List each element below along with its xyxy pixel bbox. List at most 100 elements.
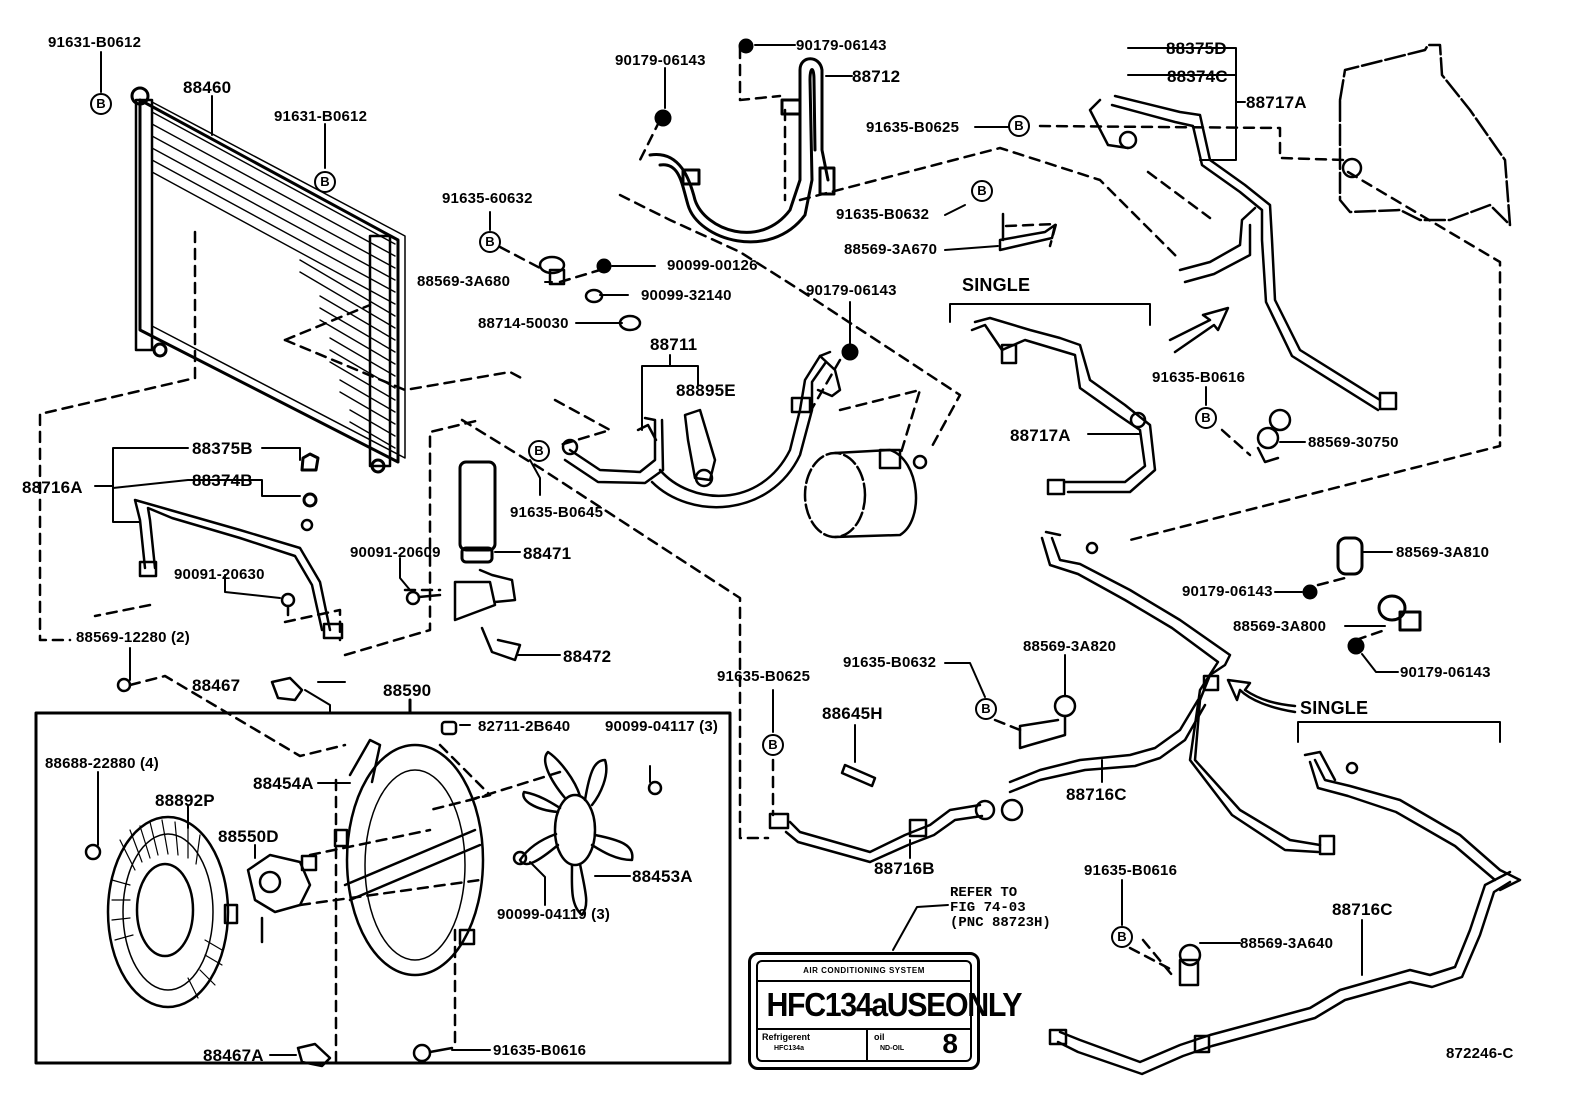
part-label-88454a: 88454A — [253, 774, 314, 793]
pipe-88716a — [133, 498, 344, 640]
part-label-88716a: 88716A — [22, 478, 83, 497]
motor-88550d — [246, 853, 318, 944]
part-label-90179-06143: 90179-06143 — [796, 37, 887, 54]
part-label-91631-b0612: 91631-B0612 — [274, 108, 368, 125]
part-label-88712: 88712 — [852, 67, 901, 86]
part-label-88569-3a680: 88569-3A680 — [417, 273, 511, 290]
bolt-symbol-icon: B — [762, 734, 784, 756]
part-label-90179-06143: 90179-06143 — [1400, 664, 1491, 681]
part-label-88569-12280: 88569-12280 (2) — [76, 629, 190, 646]
part-label-88717a: 88717A — [1010, 426, 1071, 445]
bolt-symbol-icon: B — [90, 93, 112, 115]
muffler-88895e — [683, 408, 717, 488]
part-label-90099-04119: 90099-04119 (3) — [497, 906, 611, 923]
bracket-88569-3a820 — [1018, 694, 1077, 750]
nut-90179-06143-d — [1302, 584, 1318, 600]
hfc-label-main: HFC134aUSEONLY — [766, 986, 1022, 1023]
part-label-91635-b0645: 91635-B0645 — [510, 504, 604, 521]
bolt-symbol-icon: B — [479, 231, 501, 253]
part-label-88453a: 88453A — [632, 867, 693, 886]
single-bracket-bottom — [1297, 721, 1501, 743]
bracket-88569-3a670 — [998, 212, 1057, 252]
part-label-90179-06143: 90179-06143 — [1182, 583, 1273, 600]
part-label-90099-04117: 90099-04117 (3) — [605, 718, 719, 735]
clip-88467 — [270, 676, 304, 702]
part-label-88714-50030: 88714-50030 — [478, 315, 569, 332]
part-label-88711: 88711 — [650, 335, 698, 354]
part-label-88716b: 88716B — [874, 859, 935, 878]
pipe-88717a-single — [970, 316, 1157, 496]
pipe-88717a-top — [1088, 94, 1398, 412]
part-label-88467a: 88467A — [203, 1046, 264, 1065]
part-label-88569-3a810: 88569-3A810 — [1396, 544, 1490, 561]
part-label-88472: 88472 — [563, 647, 612, 666]
hfc-label-header: AIR CONDITIONING SYSTEM — [758, 962, 970, 982]
part-label-88569-3a820: 88569-3A820 — [1023, 638, 1117, 655]
bolt-symbol-icon: B — [1008, 115, 1030, 137]
part-label-88688-22880: 88688-22880 (4) — [45, 755, 159, 772]
nut-90179-06143-b — [738, 38, 754, 54]
part-label-88569-3a640: 88569-3A640 — [1240, 935, 1334, 952]
bolt-symbol-icon: B — [1195, 407, 1217, 429]
part-label-91631-b0612: 91631-B0612 — [48, 34, 142, 51]
part-label-91635-b0616: 91635-B0616 — [493, 1042, 587, 1059]
part-label-90099-32140: 90099-32140 — [641, 287, 732, 304]
single-label: SINGLE — [962, 275, 1031, 295]
part-label-88374b: 88374B — [192, 471, 253, 490]
bracket-88472 — [453, 568, 522, 662]
hfc-refrigerant-value: HFC134a — [774, 1045, 804, 1052]
part-label-91635-b0625: 91635-B0625 — [866, 119, 960, 136]
part-label-90091-20609: 90091-20609 — [350, 544, 441, 561]
clamp-88569-3a810 — [1336, 536, 1364, 576]
hfc-label-inner: AIR CONDITIONING SYSTEM HFC134aUSEONLY R… — [756, 960, 1022, 1062]
part-label-88590: 88590 — [383, 681, 432, 700]
part-label-88895e: 88895E — [676, 381, 736, 400]
single-label: SINGLE — [1300, 698, 1369, 718]
part-label-88716c: 88716C — [1066, 785, 1127, 804]
bolt-90099-04119 — [512, 850, 528, 866]
hfc-refrigerant: Refrigerent HFC134a — [762, 1032, 810, 1054]
single-bracket-top — [949, 303, 1151, 326]
hfc-separator — [866, 1030, 868, 1060]
part-label-82711-2b640: 82711-2B640 — [478, 718, 571, 735]
nut-90179-06143-e — [1347, 637, 1365, 655]
part-label-88569-30750: 88569-30750 — [1308, 434, 1399, 451]
pipe-88716c-lower — [1048, 870, 1512, 1076]
nut-90099-00126 — [596, 258, 612, 274]
part-label-88471: 88471 — [523, 544, 572, 563]
clamp-88569-3a680 — [538, 255, 566, 286]
clamp-88569-3a800 — [1377, 594, 1422, 632]
part-label-91635-60632: 91635-60632 — [442, 190, 533, 207]
bolt-90091-20609 — [405, 590, 442, 606]
part-label-90179-06143: 90179-06143 — [615, 52, 706, 69]
pipe-88711 — [561, 350, 842, 509]
valve-core-88374b — [302, 492, 318, 508]
part-label-90091-20630: 90091-20630 — [174, 566, 265, 583]
connector-82711-2b640 — [440, 720, 458, 736]
bolt-88688-22880 — [84, 843, 102, 861]
clamp-88569-3a640 — [1178, 943, 1202, 987]
fan-assembly-box — [34, 698, 732, 1065]
part-label-88645h: 88645H — [822, 704, 883, 723]
hfc-oil-value: ND-OIL — [880, 1045, 905, 1052]
switch-88645h — [840, 763, 877, 788]
part-label-90099-00126: 90099-00126 — [667, 257, 758, 274]
bolt-90091-20630 — [280, 592, 296, 617]
bolt-90099-32140 — [584, 288, 604, 304]
nut-90179-06143-a — [654, 109, 672, 127]
hfc-oil-number: 8 — [942, 1028, 958, 1059]
pipe-single-bottom — [1303, 750, 1522, 892]
part-label-91635-b0625: 91635-B0625 — [717, 668, 811, 685]
bolt-90099-04117 — [647, 780, 663, 796]
part-label-88716c: 88716C — [1332, 900, 1393, 919]
bolt-symbol-icon: B — [975, 698, 997, 720]
part-label-88467: 88467 — [192, 676, 241, 695]
bolt-symbol-icon: B — [314, 171, 336, 193]
bolt-88569-12280 — [116, 677, 132, 693]
condenser-88460 — [130, 86, 406, 474]
part-label-88374c: 88374C — [1167, 67, 1228, 86]
pipe-88716b — [768, 798, 1024, 864]
leader-lines-solid — [94, 44, 1399, 1056]
clamp-88569-30750 — [1256, 408, 1292, 464]
